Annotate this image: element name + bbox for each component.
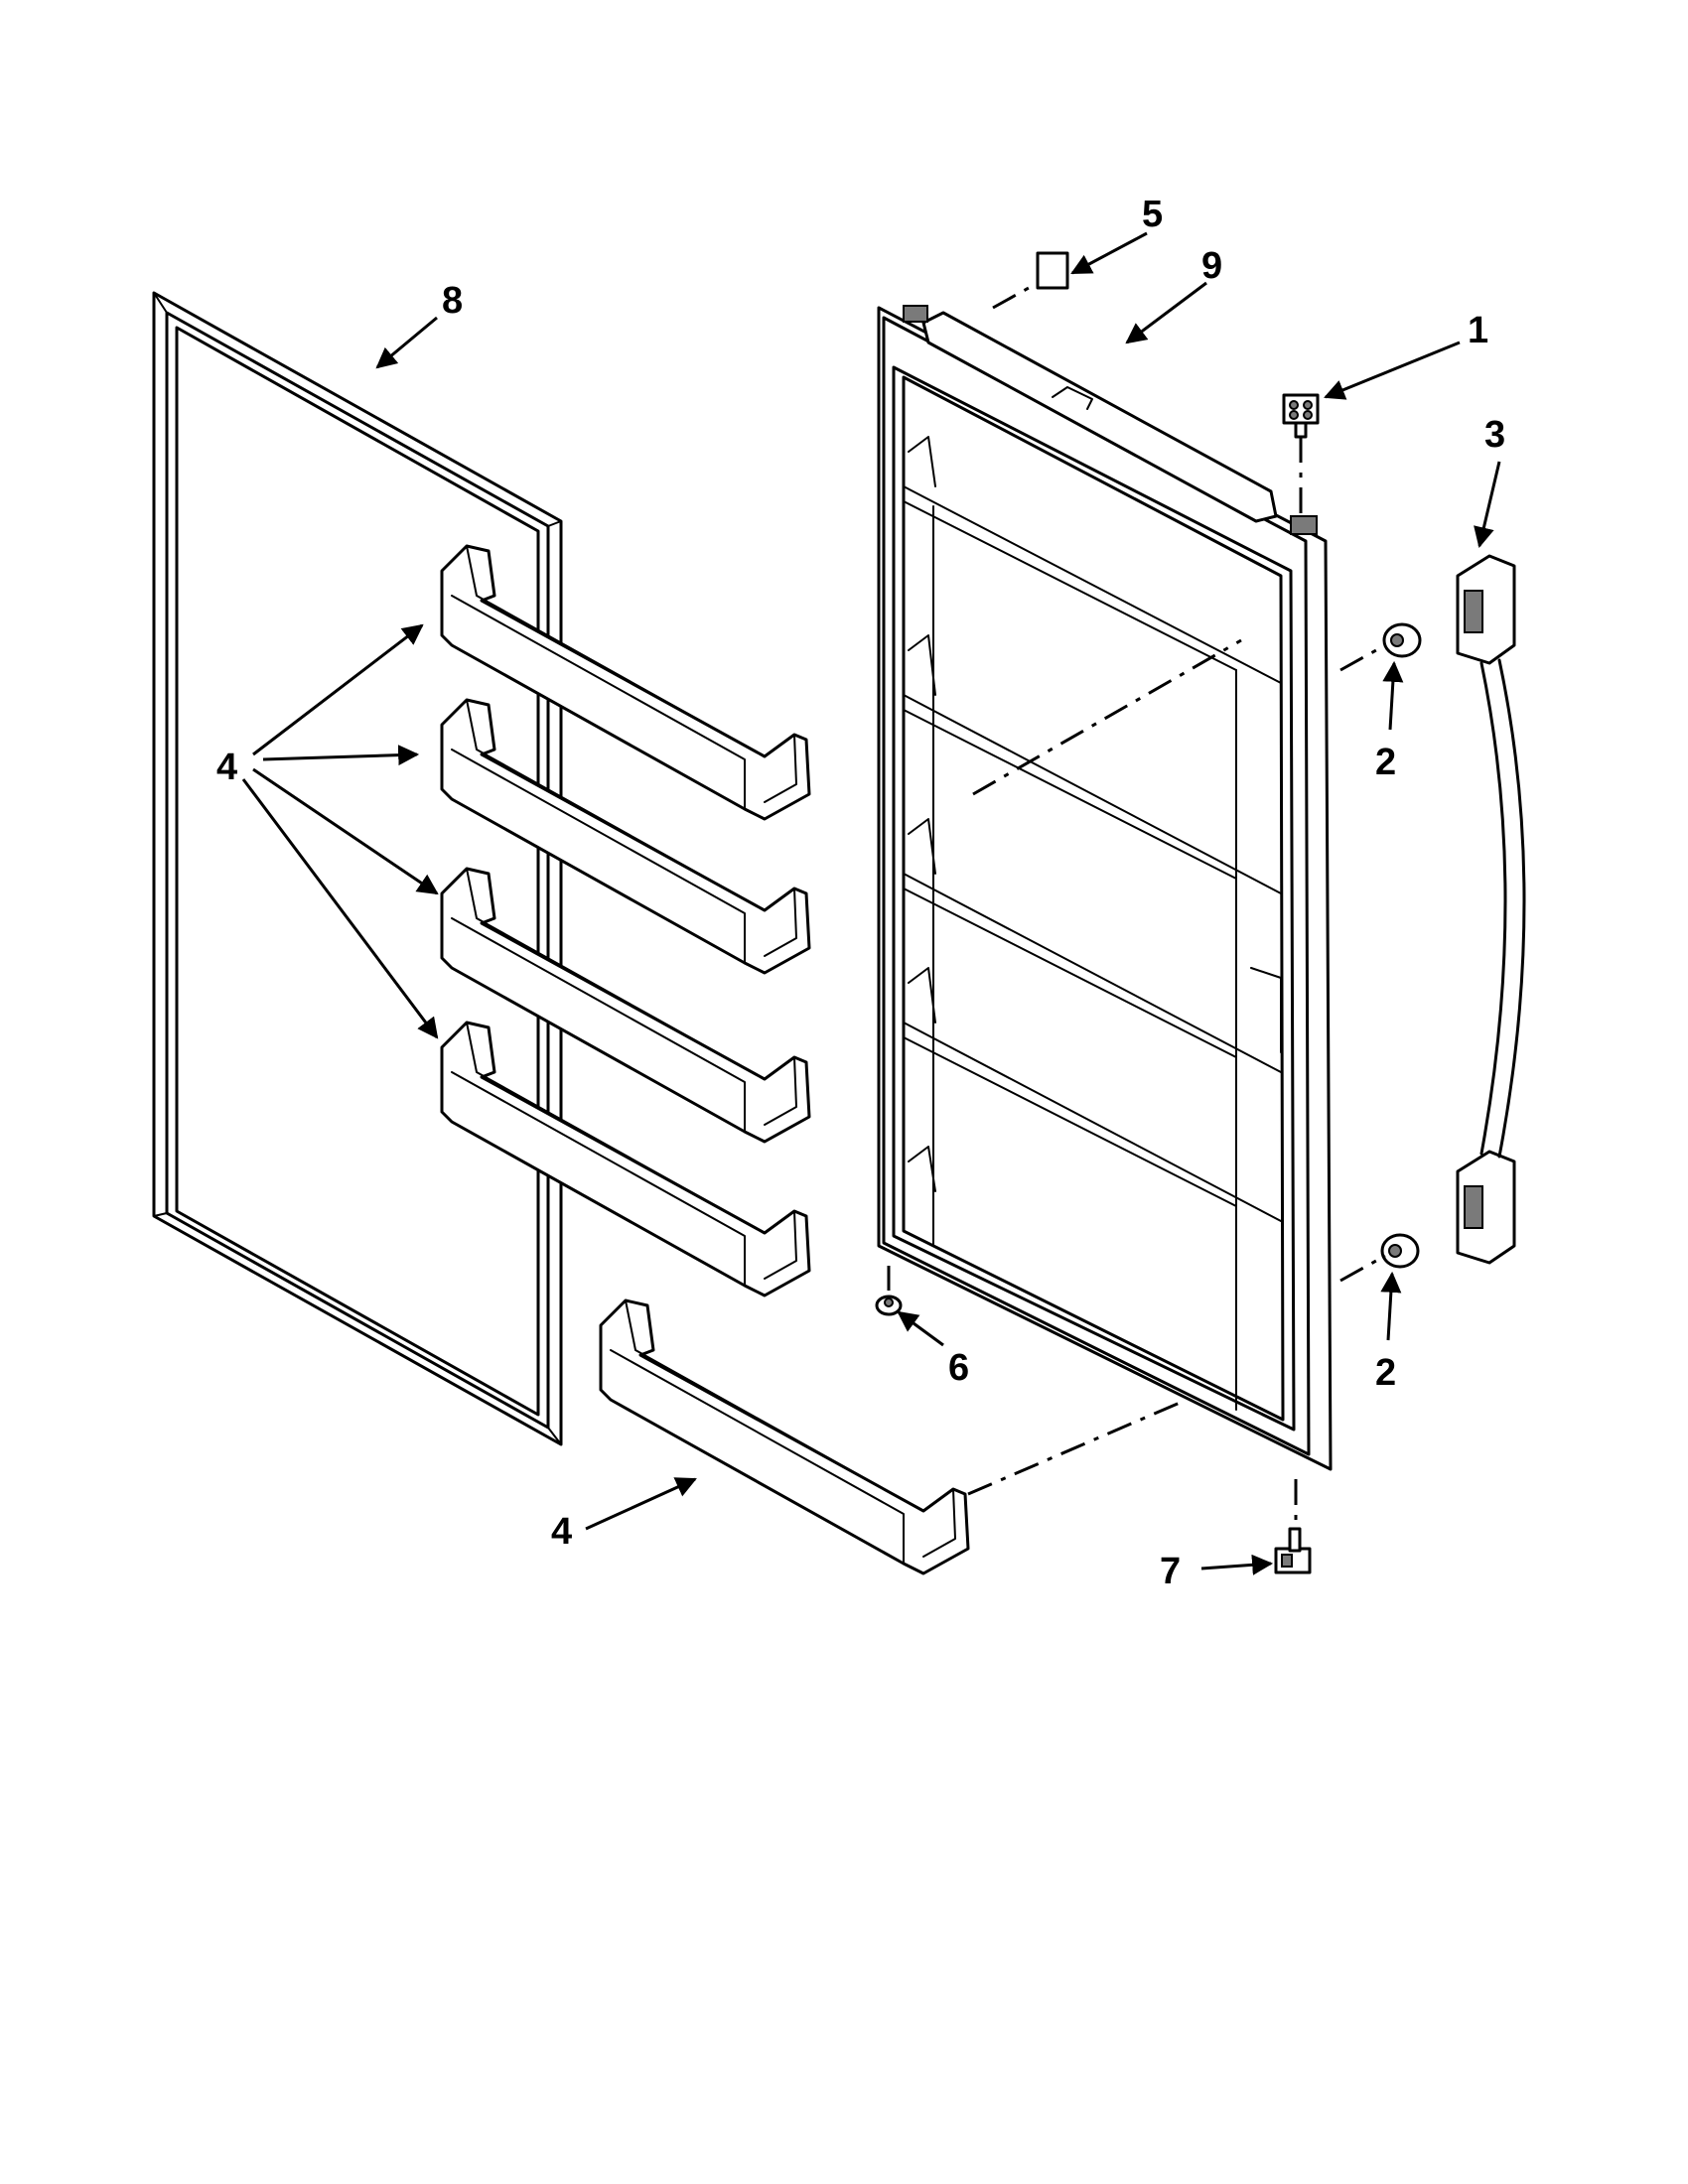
- handle-screw-bottom: [1380, 1233, 1420, 1269]
- door-shelf-4: [440, 1021, 811, 1297]
- callout-4-bottom: 4: [551, 1511, 572, 1553]
- callout-4-group: 4: [216, 747, 237, 788]
- leader-arrows: [241, 231, 1501, 1575]
- callout-1: 1: [1468, 310, 1488, 351]
- door-hinge-bottom: [1274, 1527, 1312, 1574]
- callout-8: 8: [442, 280, 463, 322]
- door-shelf-1: [440, 544, 811, 821]
- door-stop-bushing: [875, 1295, 903, 1316]
- hinge-cover-label: [1036, 251, 1069, 290]
- door-shelf-2: [440, 698, 811, 975]
- callout-2-bottom: 2: [1375, 1352, 1396, 1394]
- handle-screw-top: [1382, 622, 1422, 658]
- callout-5: 5: [1142, 194, 1163, 235]
- callout-9: 9: [1201, 245, 1222, 287]
- callout-3: 3: [1484, 414, 1505, 456]
- callout-labels: 1 2 2 3 4 4 5 6 7 8 9: [216, 194, 1505, 1592]
- callout-7: 7: [1160, 1551, 1181, 1592]
- callout-2-top: 2: [1375, 742, 1396, 783]
- callout-6: 6: [948, 1347, 969, 1389]
- door-shelf-5: [599, 1298, 970, 1575]
- door-hinge-top: [1282, 393, 1320, 439]
- door-gasket: [152, 291, 563, 1446]
- door-shelves: [440, 544, 970, 1575]
- assembly-lines: [887, 281, 1386, 1529]
- door-shelf-3: [440, 867, 811, 1144]
- door-handle: [1456, 554, 1526, 1265]
- door-assembly: [877, 305, 1333, 1471]
